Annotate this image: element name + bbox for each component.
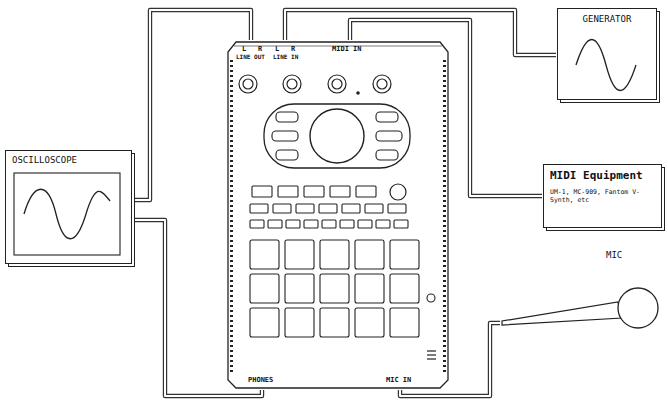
node-label: MIDI Equipment [550,170,655,183]
label-anchor: LINE IN [273,54,298,61]
node-note: LINE OUT [236,54,265,61]
node-illustration [6,151,131,263]
node-note: MIC IN [386,376,411,384]
cable [350,20,542,196]
label-anchor: L [242,45,246,53]
label-anchor: MIDI IN [332,45,362,53]
node-label: MIC [606,250,668,260]
cable [285,10,556,55]
node-note: R [258,45,262,53]
label-anchor: PHONES [248,376,273,384]
midi-equipment-box: MIDI EquipmentUM-1, MC-909, Fantom V-Syn… [543,164,662,228]
sampler-device: LRLINE OUTLRLINE INMIDI INPHONESMIC IN [228,40,448,390]
node-note: PHONES [248,376,273,384]
generator-box: GENERATOR [557,8,657,100]
microphone: MIC [500,250,665,340]
node-note: L [275,45,279,53]
label-anchor: LINE OUT [236,54,265,61]
node-label: GENERATOR [564,14,650,24]
cable [133,220,262,396]
oscilloscope-box: OSCILLOSCOPE [5,150,132,264]
node-illustration [500,250,665,340]
node-note: MIDI IN [332,45,362,53]
node-note: UM-1, MC-909, Fantom V-Synth, etc [550,188,650,205]
label-anchor: R [258,45,262,53]
cable [133,10,251,200]
cable [400,323,500,396]
node-label: OSCILLOSCOPE [12,155,125,165]
node-note: R [291,45,295,53]
label-anchor: MIC IN [386,376,411,384]
label-anchor: L [275,45,279,53]
node-label: L [242,45,246,53]
node-note: LINE IN [273,54,298,61]
label-anchor: R [291,45,295,53]
